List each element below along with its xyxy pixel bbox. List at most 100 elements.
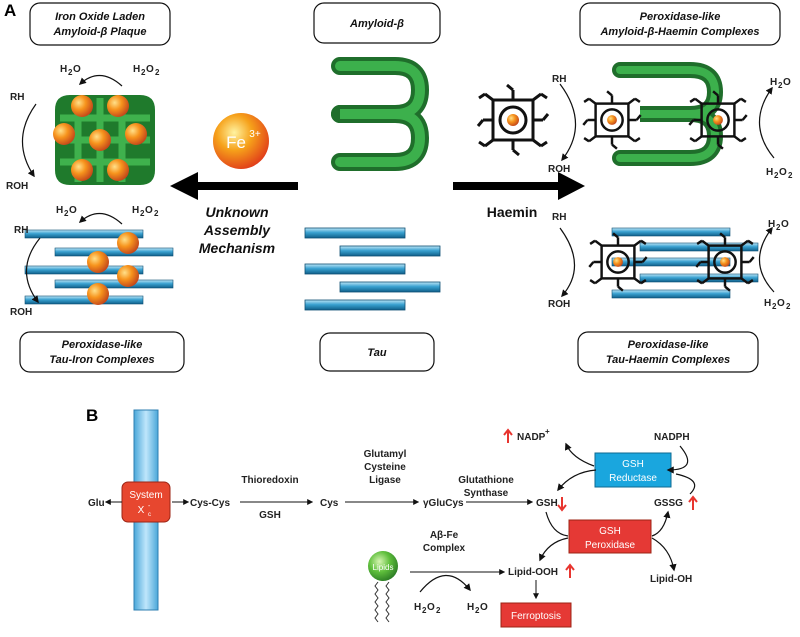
svg-text:Ligase: Ligase xyxy=(369,475,401,486)
fe3-ion: Fe 3+ xyxy=(213,113,269,169)
box-tau-haemin-line2: Tau-Haemin Complexes xyxy=(606,354,730,366)
svg-text:2: 2 xyxy=(64,209,69,218)
svg-text:O: O xyxy=(73,64,81,75)
gglucys-label: γGluCys xyxy=(423,498,464,509)
gssg-label: GSSG xyxy=(654,498,683,509)
iron-plaque xyxy=(53,95,155,185)
svg-text:2: 2 xyxy=(778,81,783,90)
svg-text:H: H xyxy=(764,298,771,309)
svg-text:RH: RH xyxy=(552,74,566,85)
fe-charge: 3+ xyxy=(249,129,261,140)
lipid-molecule: Lipids xyxy=(368,551,398,623)
svg-text:O: O xyxy=(69,205,77,216)
box-tau-haemin: Peroxidase-like Tau-Haemin Complexes xyxy=(577,331,759,373)
svg-text:ROH: ROH xyxy=(548,299,570,310)
svg-text:O: O xyxy=(781,219,789,230)
svg-text:X: X xyxy=(138,505,145,516)
svg-text:2: 2 xyxy=(141,68,146,77)
box-tau-iron-line2: Tau-Iron Complexes xyxy=(49,354,154,366)
amyloid-haemin-complex xyxy=(582,62,748,166)
nadp-label: NADP xyxy=(517,432,546,443)
arrow-to-iron xyxy=(170,172,298,200)
svg-text:2: 2 xyxy=(155,68,160,77)
svg-text:H: H xyxy=(770,77,777,88)
box-tau-haemin-line1: Peroxidase-like xyxy=(628,339,709,351)
svg-text:2: 2 xyxy=(786,302,791,311)
reaction-top-left: H 2 O H 2 O 2 RH ROH xyxy=(6,64,160,192)
haemin-molecule xyxy=(476,83,550,157)
svg-text:Peroxidase: Peroxidase xyxy=(585,540,635,551)
cys-label: Cys xyxy=(320,498,339,509)
svg-text:Ferroptosis: Ferroptosis xyxy=(511,611,561,622)
svg-text:2: 2 xyxy=(436,606,441,615)
glu-label: Glu xyxy=(88,498,105,509)
svg-text:Lipids: Lipids xyxy=(373,563,394,572)
abfe-line2: Complex xyxy=(423,543,466,554)
svg-text:2: 2 xyxy=(788,171,793,180)
fe-symbol: Fe xyxy=(226,133,246,152)
ferroptosis-box: Ferroptosis xyxy=(500,602,572,628)
svg-text:-: - xyxy=(148,503,151,510)
gsh-reductase-box: GSH Reductase xyxy=(594,452,672,488)
svg-text:ROH: ROH xyxy=(10,307,32,318)
gsh-peroxidase-box: GSH Peroxidase xyxy=(568,519,652,554)
cyscys-label: Cys-Cys xyxy=(190,498,230,509)
box-iron-plaque-line1: Iron Oxide Laden xyxy=(55,11,145,23)
svg-text:2: 2 xyxy=(475,606,480,615)
tl-roh: ROH xyxy=(6,181,28,192)
svg-text:H: H xyxy=(768,219,775,230)
tau-rods xyxy=(304,227,441,311)
box-tau-iron: Peroxidase-like Tau-Iron Complexes xyxy=(19,331,185,373)
amyloid-beta-ribbon xyxy=(331,57,430,171)
arrow-to-haemin xyxy=(453,172,585,200)
box-tau-label: Tau xyxy=(367,347,386,359)
system-xc-box: System X c - xyxy=(121,481,171,523)
svg-text:System: System xyxy=(129,490,162,501)
svg-text:Synthase: Synthase xyxy=(464,488,509,499)
thioredoxin-label: Thioredoxin xyxy=(241,475,298,486)
nadph-label: NADPH xyxy=(654,432,690,443)
box-tau-iron-line1: Peroxidase-like xyxy=(62,339,143,351)
svg-text:O: O xyxy=(777,298,785,309)
tl-rh: RH xyxy=(10,92,24,103)
box-amyloid-haemin-line1: Peroxidase-like xyxy=(640,11,721,23)
gsh-cofactor: GSH xyxy=(259,510,281,521)
gsh-label: GSH xyxy=(536,498,558,509)
haemin-label: Haemin xyxy=(487,204,538,220)
tl-h2o2-h: H xyxy=(133,64,140,75)
panel-label-a: A xyxy=(4,1,16,20)
svg-text:2: 2 xyxy=(140,209,145,218)
svg-text:H: H xyxy=(766,167,773,178)
svg-text:RH: RH xyxy=(14,225,28,236)
box-amyloid-label: Amyloid-β xyxy=(349,18,404,30)
svg-text:O: O xyxy=(427,602,435,613)
svg-text:RH: RH xyxy=(552,212,566,223)
box-iron-plaque-line2: Amyloid-β Plaque xyxy=(52,26,146,38)
svg-text:O: O xyxy=(783,77,791,88)
svg-text:2: 2 xyxy=(68,68,73,77)
svg-text:H: H xyxy=(132,205,139,216)
tau-iron-complex xyxy=(24,229,174,305)
tl-h2o-h: H xyxy=(60,64,67,75)
svg-text:Glutathione: Glutathione xyxy=(458,475,514,486)
svg-text:Reductase: Reductase xyxy=(609,473,657,484)
reaction-bottom-left: H 2 O H 2 O 2 RH ROH xyxy=(10,205,159,318)
svg-text:O: O xyxy=(779,167,787,178)
svg-text:O: O xyxy=(480,602,488,613)
box-amyloid-haemin-line2: Amyloid-β-Haemin Complexes xyxy=(599,26,759,38)
box-amyloid: Amyloid-β xyxy=(313,2,441,44)
svg-text:H: H xyxy=(56,205,63,216)
tau-haemin-complex xyxy=(588,227,759,299)
svg-text:H: H xyxy=(467,602,474,613)
box-tau: Tau xyxy=(319,332,435,372)
svg-text:c: c xyxy=(148,512,151,518)
mechanism-line1: Unknown xyxy=(206,204,269,220)
reaction-top-right: RH ROH H 2 O H 2 O 2 xyxy=(548,74,793,180)
svg-text:2: 2 xyxy=(776,223,781,232)
panel-label-b: B xyxy=(86,406,98,425)
mechanism-line3: Mechanism xyxy=(199,240,275,256)
svg-text:2: 2 xyxy=(772,302,777,311)
lipid-ooh-label: Lipid-OOH xyxy=(508,567,558,578)
